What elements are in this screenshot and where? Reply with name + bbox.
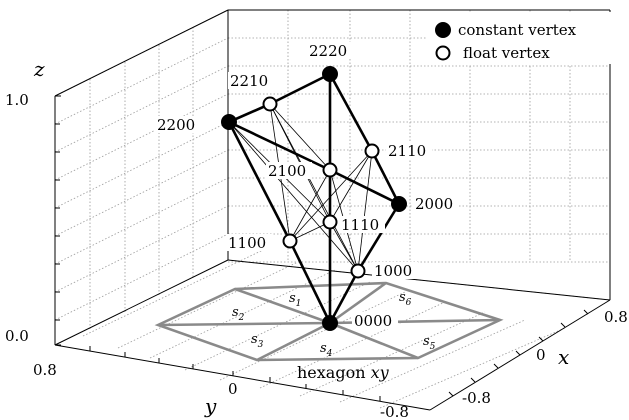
legend-constant-label: constant vertex xyxy=(458,21,577,39)
legend: constant vertex float vertex xyxy=(426,12,616,64)
vertex-2220-marker xyxy=(322,66,338,82)
vertex-label: 2220 xyxy=(309,42,347,60)
vertex-label: 1100 xyxy=(228,234,266,252)
x-tick-label: 0 xyxy=(536,346,546,364)
vertex-label: 0000 xyxy=(354,312,392,330)
hexagon-segment-labels: s1 s2 s3 s4 s5 s6 xyxy=(232,290,436,359)
vertex-labels: 2220 2210 2200 2110 2100 2000 1110 1100 … xyxy=(155,42,459,330)
segment-label: s4 xyxy=(320,341,333,359)
y-tick-label: -0.8 xyxy=(380,403,409,420)
box-frame xyxy=(54,9,611,411)
z-tick-label: 0.0 xyxy=(5,327,29,345)
legend-float-marker xyxy=(435,45,451,61)
y-axis-label: y xyxy=(204,394,217,418)
vertex-2110-marker xyxy=(364,143,380,159)
segment-label: s3 xyxy=(251,332,264,350)
legend-float-label: float vertex xyxy=(463,44,550,62)
z-axis-label: z xyxy=(33,57,45,81)
vertex-1000-marker xyxy=(350,263,366,279)
vertex-1100-marker xyxy=(282,233,298,249)
vertex-label: 2100 xyxy=(268,162,306,180)
segment-label: s2 xyxy=(232,305,245,323)
vertex-label: 2200 xyxy=(157,116,195,134)
vertex-label: 2000 xyxy=(415,195,453,213)
legend-constant-marker xyxy=(435,22,451,38)
vertex-label: 1000 xyxy=(374,262,412,280)
vertex-2100-marker xyxy=(322,162,338,178)
vertex-label: 2110 xyxy=(388,142,426,160)
z-tick-label: 1.0 xyxy=(5,91,29,109)
vertex-markers xyxy=(221,66,407,331)
vertex-label: 1110 xyxy=(341,216,379,234)
segment-label: s6 xyxy=(399,290,412,308)
y-tick-label: 0 xyxy=(228,380,238,398)
axis-ticks xyxy=(55,95,589,401)
x-axis-label: x xyxy=(558,345,569,369)
x-tick-label: 0.8 xyxy=(604,308,628,326)
vertex-1110-marker xyxy=(322,214,338,230)
segment-label: s1 xyxy=(289,291,301,309)
vertex-2000-marker xyxy=(391,196,407,212)
vertex-0000-marker xyxy=(322,315,338,331)
x-tick-label: -0.8 xyxy=(462,389,491,407)
segment-label: s5 xyxy=(423,334,436,352)
y-tick-label: 0.8 xyxy=(33,361,57,379)
vertex-label: 2210 xyxy=(230,72,268,90)
vertex-2210-marker xyxy=(262,96,278,112)
vertex-2200-marker xyxy=(221,114,237,130)
hexagon-caption: hexagon xy xyxy=(297,363,390,382)
